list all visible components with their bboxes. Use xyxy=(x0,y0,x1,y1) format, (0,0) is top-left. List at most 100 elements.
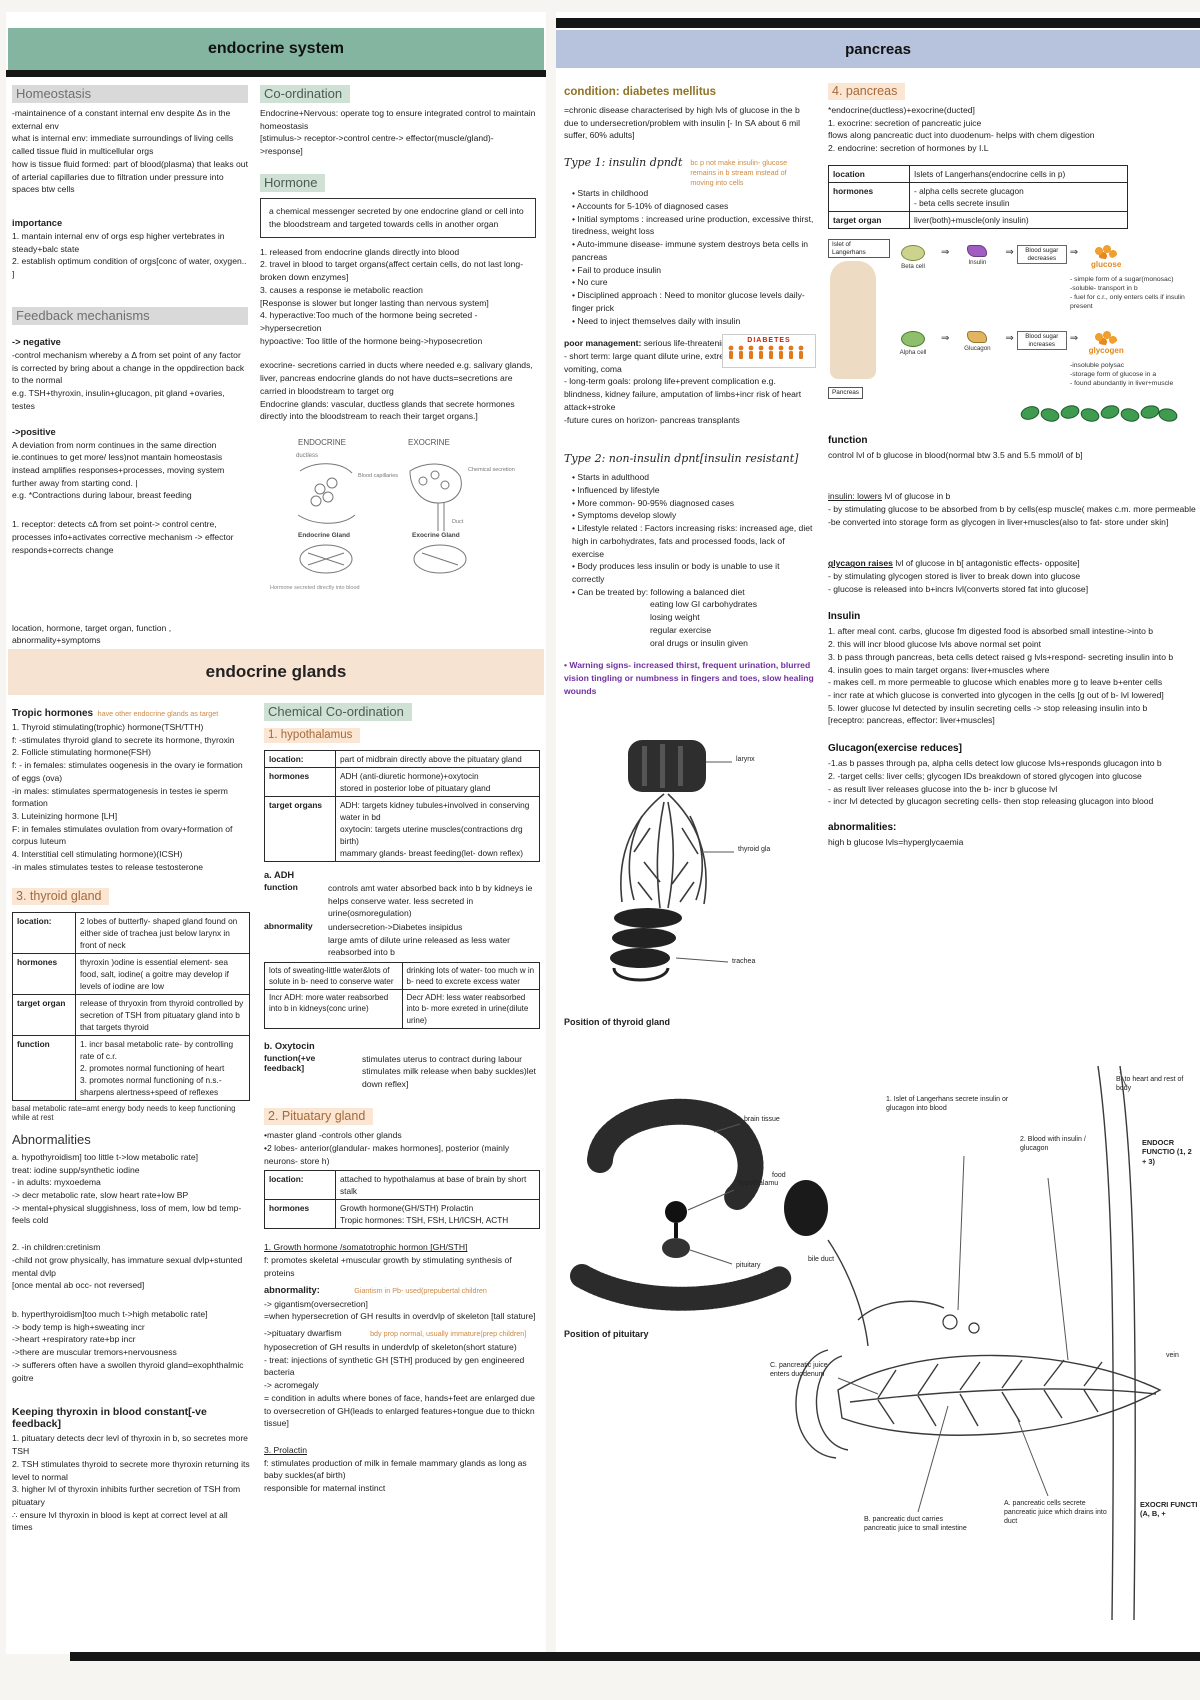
row-key: hormones xyxy=(828,181,910,212)
positive-feedback-heading: ->positive xyxy=(12,426,56,437)
vein-label: vein xyxy=(1166,1352,1179,1359)
thyroid-sketch xyxy=(610,739,734,982)
hormone-secreted-note: Hormone secreted directly into blood xyxy=(270,585,360,591)
glucagon-flow-row: Alpha cell ⇒ Glucagon ⇒ Blood sugar incr… xyxy=(890,330,1129,356)
dwarfism-note: bdy prop normal, usually immature(prep c… xyxy=(370,1328,527,1338)
insulin-icon xyxy=(967,244,988,257)
coordination-text: Endocrine+Nervous: operate tog to ensure… xyxy=(260,108,536,157)
table-row: Incr ADH: more water reabsorbed into b i… xyxy=(264,989,540,1029)
glucose-item: glucose xyxy=(1083,244,1129,269)
glucagon-icon xyxy=(967,330,988,343)
adh-abnormality-value: undersecretion->Diabetes insipidus large… xyxy=(328,922,510,958)
insulin-lowers-rest: lvl of glucose in b - by stimulating glu… xyxy=(828,491,1196,527)
hormone-definition-box: a chemical messenger secreted by one end… xyxy=(260,197,536,238)
negative-feedback-text: -control mechanism whereby a Δ from set … xyxy=(12,349,245,411)
function-heading: function xyxy=(828,434,868,446)
gland-diagram: ENDOCRINE EXOCRINE ductless Blood capill… xyxy=(260,431,536,599)
duct-label: Duct xyxy=(452,519,464,525)
glucose-notes: - simple form of a sugar(monosac) -solub… xyxy=(1070,275,1185,311)
alpha-cell-item: Alpha cell xyxy=(890,330,936,356)
type1-note: bc p not make insulin- glucose remains i… xyxy=(690,158,788,187)
glycogen-icon xyxy=(1094,330,1119,345)
insulin-summary: insulin: lowers lvl of glucose in b - by… xyxy=(828,478,1196,529)
adh-function-value: controls amt water absorbed back into b … xyxy=(328,883,533,919)
insulin-steps: 1. after meal cont. carbs, glucose fm di… xyxy=(828,626,1174,726)
header-divider-bar xyxy=(6,70,546,77)
bottom-black-bar xyxy=(70,1652,1200,1661)
importance-text: 1. mantain internal env of orgs esp high… xyxy=(12,231,247,280)
bile-duct-label: bile duct xyxy=(808,1256,835,1263)
insulin-heading: Insulin xyxy=(828,611,861,623)
coordination-heading: Co-ordination xyxy=(260,85,351,103)
type1-heading-row: Type 1: insulin dpndt bc p not make insu… xyxy=(564,142,814,187)
arrow-icon: ⇒ xyxy=(941,332,950,344)
arrow-icon: ⇒ xyxy=(1005,246,1014,258)
alpha-cell-icon xyxy=(901,330,925,347)
adh-function-row: function controls amt water absorbed bac… xyxy=(264,882,540,919)
oxytocin-function-value: stimulates uterus to contract during lab… xyxy=(362,1053,536,1089)
dwarfism-row: ->pituatary dwarfism bdy prop normal, us… xyxy=(264,1323,540,1341)
row-value: attached to hypothalamus at base of brai… xyxy=(335,1170,540,1201)
adh-abnormality-row: abnormality undersecretion->Diabetes ins… xyxy=(264,921,540,958)
page-title-endocrine-system: endocrine system xyxy=(207,40,345,57)
warning-signs-text: • Warning signs- increased thirst, frequ… xyxy=(564,660,814,697)
hyperthyroidism-text: b. hyperthyroidism]too much t->high meta… xyxy=(12,1309,244,1383)
poor-management-row: poor management: serious life-threatenin… xyxy=(564,337,814,350)
arrow-icon: ⇒ xyxy=(1069,332,1079,344)
exocrine-gland-caption: Exocrine Gland xyxy=(412,532,460,539)
row-value: 1. incr basal metabolic rate- by control… xyxy=(75,1034,250,1101)
pituitary-bullets: •master gland -controls other glands •2 … xyxy=(264,1130,510,1166)
alpha-cell-label: Alpha cell xyxy=(899,348,927,356)
glucagon-heading: Glucagon(exercise reduces] xyxy=(828,743,962,755)
pituitary-position-diagram: brain tissue hypothalamu pituitary Posit… xyxy=(564,1080,796,1348)
pancreas-anatomy-diagram: 1. Islet of Langerhans secrete insulin o… xyxy=(768,1060,1198,1648)
endocrine-glands-band: endocrine glands xyxy=(8,649,544,695)
islet-flow-diagram: Islet of Langerhans Pancreas Beta cell ⇒… xyxy=(828,235,1196,425)
row-key: hormones xyxy=(12,952,76,995)
table-row: location:part of midbrain directly above… xyxy=(264,749,540,769)
top-black-bar xyxy=(556,18,1200,28)
oxytocin-heading: b. Oxytocin xyxy=(264,1040,315,1051)
abnormalities-heading: Abnormalities xyxy=(12,1131,91,1147)
thyroid-gland-heading: 3. thyroid gland xyxy=(12,887,110,905)
diabetes-column: condition: diabetes mellitus =chronic di… xyxy=(564,82,816,1339)
row-value: liver(both)+muscle(only insulin) xyxy=(909,210,1128,229)
pancreas-anatomy-sketch xyxy=(784,1065,1162,1621)
table-row: hormones- alpha cells secrete glucagon -… xyxy=(828,181,1128,212)
growth-hormone-heading: 1. Growth hormone /somatotrophic hormon … xyxy=(264,1242,468,1253)
glucagon-label: Glucagon xyxy=(964,344,991,352)
row-key: target organs xyxy=(264,796,336,863)
pituitary-table: location:attached to hypothalamus at bas… xyxy=(264,1170,540,1230)
insulin-flow-row: Beta cell ⇒ Insulin ⇒ Blood sugar decrea… xyxy=(890,244,1129,270)
endocrine-function-label: ENDOCR FUNCTIO (1, 2 + 3) xyxy=(1142,1138,1192,1166)
glucagon-item: Glucagon xyxy=(954,330,1000,352)
hypothalamus-label: hypothalamu xyxy=(738,1179,779,1187)
row-value: ADH: targets kidney tubules+involved in … xyxy=(335,796,540,863)
footer-line: location, hormone, target organ, functio… xyxy=(12,622,172,646)
beta-cell-label: Beta cell xyxy=(901,262,925,270)
right-columns: condition: diabetes mellitus =chronic di… xyxy=(556,68,1200,1339)
row-value: Growth hormone(GH/STH) Prolactin Tropic … xyxy=(335,1199,540,1230)
row-value: ADH (anti-diuretic hormone)+oxytocin sto… xyxy=(335,767,540,798)
adh-function-key: function xyxy=(264,882,298,893)
blood-insulin-label: 2. Blood with insulin / glucagon xyxy=(1020,1136,1086,1152)
hypothyroidism-text: a. hypothyroidism] too little t->low met… xyxy=(12,1151,242,1226)
hormone-properties-list: 1. released from endocrine glands direct… xyxy=(260,246,524,346)
coordination-column: Co-ordination Endocrine+Nervous: operate… xyxy=(260,85,536,647)
glycogen-chain-icon xyxy=(1020,405,1178,422)
gh-abnormality-note: Giantism in Pb- used(prepubertal childre… xyxy=(354,1285,487,1295)
diabetes-condition-heading: condition: diabetes mellitus xyxy=(564,86,717,98)
gh-abnormality-key: abnormality: xyxy=(264,1284,320,1295)
tropic-hormones-note: have other endocrine glands as target xyxy=(97,709,219,718)
feedback-mechanisms-heading: Feedback mechanisms xyxy=(12,306,248,325)
importance-heading: importance xyxy=(12,218,63,229)
row-value: Islets of Langerhans(endocrine cells in … xyxy=(909,164,1128,183)
homeostasis-column: Homeostasis -maintainence of a constant … xyxy=(12,85,248,647)
brain-tissue-label: brain tissue xyxy=(744,1115,780,1123)
cretinism-text: 2. -in children:cretinism -child not gro… xyxy=(12,1242,243,1291)
left-bottom-columns: Tropic hormones have other endocrine gla… xyxy=(6,697,546,1643)
hypothalamus-heading: 1. hypothalamus xyxy=(264,728,361,743)
